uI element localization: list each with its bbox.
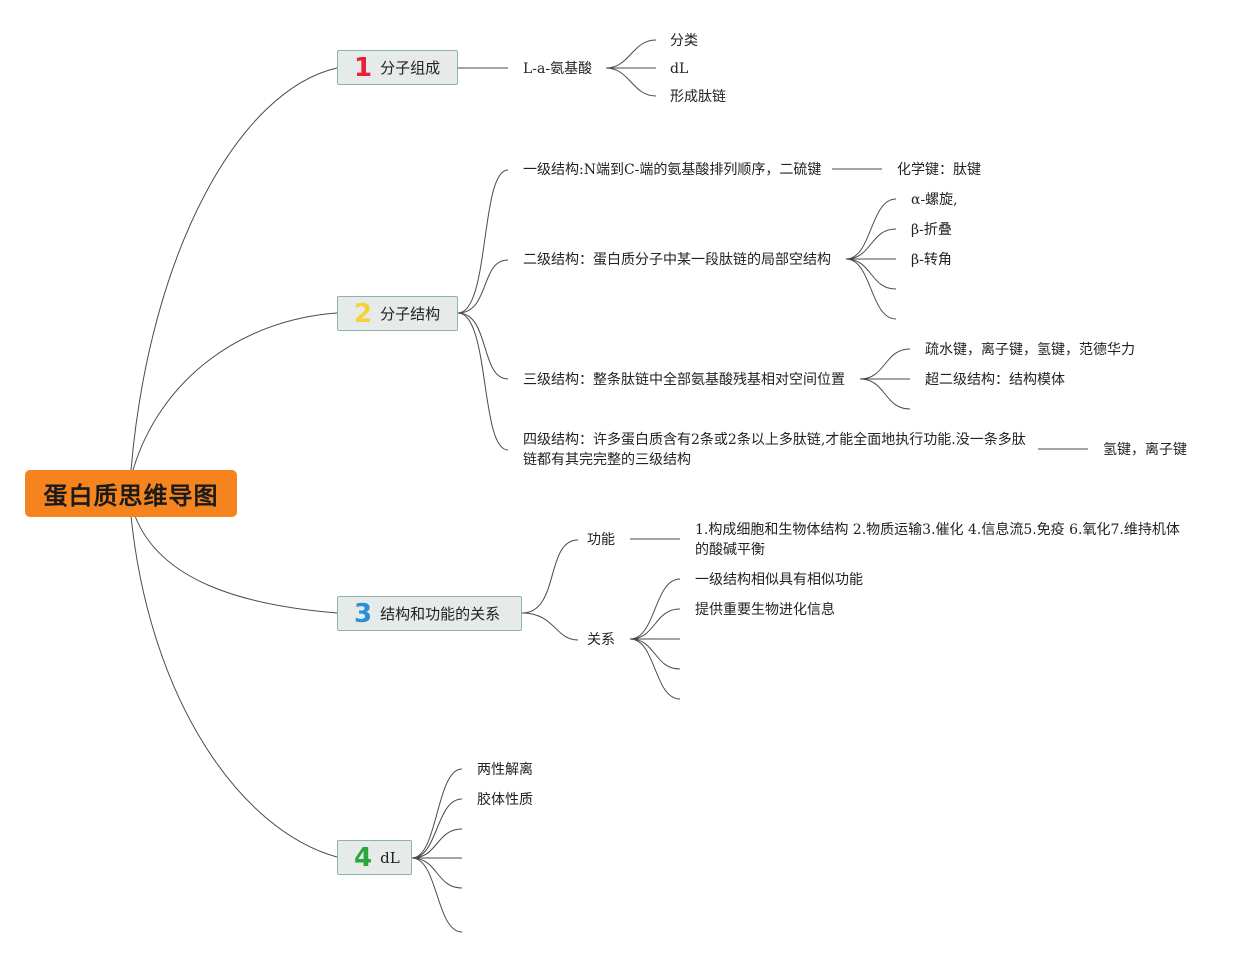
connector-b2-secondary [457, 259, 509, 314]
node-beta-sheet[interactable]: β-折叠 [911, 222, 952, 238]
connector-root-b4 [130, 515, 338, 858]
branch-node-4[interactable]: 4 dL [337, 840, 412, 875]
branch-number-4: 4 [354, 842, 373, 873]
branch-node-2[interactable]: 2 分子结构 [337, 296, 458, 331]
node-beta-turn[interactable]: β-转角 [911, 252, 952, 268]
branch-number-2: 2 [354, 298, 373, 329]
node-relation[interactable]: 关系 [587, 632, 615, 648]
node-peptide-chain[interactable]: 形成肽链 [670, 89, 726, 105]
connector-sec-2 [845, 228, 897, 260]
node-tertiary-bonds[interactable]: 疏水键，离子键，氢键，范德华力 [925, 342, 1135, 358]
branch-node-3[interactable]: 3 结构和功能的关系 [337, 596, 522, 631]
branch-label-3: 结构和功能的关系 [380, 605, 501, 623]
connector-root-b2 [132, 312, 338, 471]
node-function[interactable]: 功能 [587, 532, 615, 548]
branch-label-1: 分子组成 [380, 59, 441, 77]
connector-b1-sub3 [605, 67, 657, 97]
connector-b4-1 [411, 768, 463, 859]
connector-root-b1 [130, 67, 338, 471]
connector-b4-5 [411, 857, 463, 889]
branch-label-4: dL [380, 848, 400, 867]
node-relation-similar[interactable]: 一级结构相似具有相似功能 [695, 572, 863, 588]
connector-b4-2 [411, 798, 463, 859]
node-tertiary-structure[interactable]: 三级结构：整条肽链中全部氨基酸残基相对空间位置 [523, 372, 845, 388]
branch-number-1: 1 [354, 52, 373, 83]
node-quaternary-detail[interactable]: 氢键，离子键 [1103, 442, 1187, 458]
connector-rel-1 [629, 578, 681, 640]
connector-b2-quaternary [457, 312, 509, 451]
node-alpha-helix[interactable]: α-螺旋, [911, 192, 958, 208]
connector-rel-4 [629, 638, 681, 670]
connector-rel-2 [629, 608, 681, 640]
node-classification[interactable]: 分类 [670, 33, 698, 49]
node-colloid[interactable]: 胶体性质 [477, 792, 533, 808]
connector-b2-primary [457, 169, 509, 314]
connector-sec-4 [845, 258, 897, 290]
connector-sec-1 [845, 198, 897, 260]
connector-b4-3 [411, 828, 463, 859]
connector-root-b3 [134, 515, 338, 614]
connector-b4-6 [411, 857, 463, 933]
node-quaternary-structure[interactable]: 四级结构：许多蛋白质含有2条或2条以上多肽链,才能全面地执行功能.没一条多肽链都… [523, 432, 1026, 468]
root-node[interactable]: 蛋白质思维导图 [25, 470, 237, 517]
branch-node-1[interactable]: 1 分子组成 [337, 50, 458, 85]
connector-b2-tertiary [457, 312, 509, 380]
node-supersecondary[interactable]: 超二级结构：结构模体 [925, 372, 1065, 388]
branch-number-3: 3 [354, 598, 373, 629]
node-secondary-structure[interactable]: 二级结构：蛋白质分子中某一段肽链的局部空结构 [523, 252, 831, 268]
connector-ter-1 [859, 348, 911, 380]
connector-ter-3 [859, 378, 911, 410]
root-label: 蛋白质思维导图 [43, 482, 219, 510]
connector-b3-relation [521, 612, 579, 641]
branch-label-2: 分子结构 [380, 305, 441, 323]
connector-rel-5 [629, 638, 681, 700]
node-relation-evolution[interactable]: 提供重要生物进化信息 [695, 602, 835, 618]
connector-b1-sub1 [605, 39, 657, 69]
node-primary-structure[interactable]: 一级结构:N端到C-端的氨基酸排列顺序，二硫键 [523, 162, 822, 178]
node-function-detail[interactable]: 1.构成细胞和生物体结构 2.物质运输3.催化 4.信息流5.免疫 6.氧化7.… [695, 522, 1180, 558]
node-primary-detail[interactable]: 化学键：肽键 [897, 162, 981, 178]
connector-b3-function [521, 539, 579, 614]
node-amphoteric[interactable]: 两性解离 [477, 762, 533, 778]
node-amino-acid[interactable]: L-a-氨基酸 [523, 61, 593, 77]
connector-sec-5 [845, 258, 897, 320]
node-dl[interactable]: dL [670, 61, 689, 77]
